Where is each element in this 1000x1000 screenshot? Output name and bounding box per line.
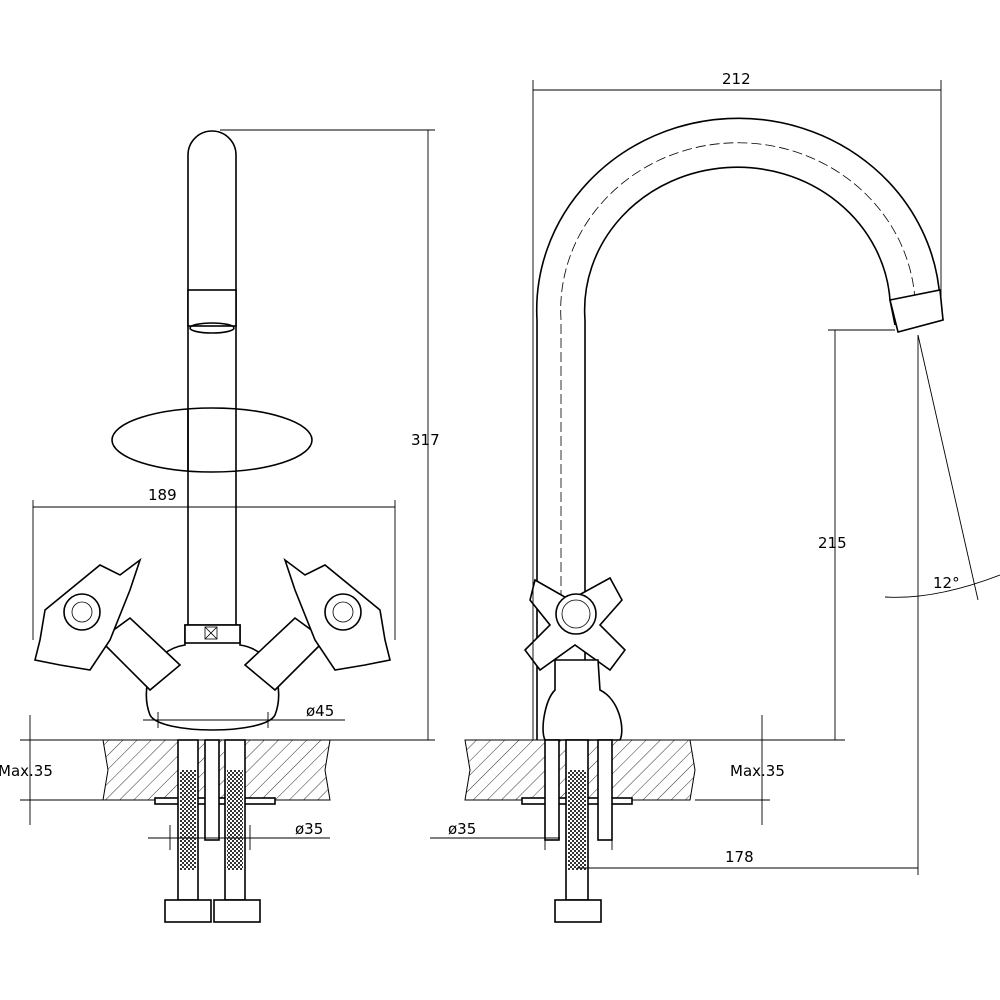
dimension-max35-side: Max.35 — [695, 715, 785, 825]
side-cross-handle[interactable] — [523, 576, 627, 672]
dimension-317: 317 — [220, 129, 440, 741]
dimension-diameter-45: ø45 — [143, 702, 345, 728]
dim-35-front-label: ø35 — [295, 820, 323, 838]
angle-12-label: 12° — [933, 574, 960, 592]
dimension-angle-12: 12° — [884, 334, 1000, 875]
dim-212-label: 212 — [722, 70, 751, 88]
side-view: 212 215 12° Max.35 ø35 178 — [430, 70, 1000, 923]
dim-178-label: 178 — [725, 848, 754, 866]
max35-side-label: Max.35 — [730, 762, 785, 780]
dimension-212: 212 — [532, 70, 942, 740]
spout-tip — [889, 289, 944, 333]
right-cross-handle[interactable] — [243, 557, 391, 692]
dim-45-label: ø45 — [306, 702, 334, 720]
dim-317-label: 317 — [411, 431, 440, 449]
front-view: 317 189 ø45 Max.35 ø35 — [0, 129, 440, 923]
dimension-diameter-35-front: ø35 — [148, 820, 330, 850]
side-body — [542, 659, 623, 741]
max35-front-label: Max.35 — [0, 762, 53, 780]
supply-hoses — [164, 739, 261, 923]
dimension-178: 178 — [577, 848, 918, 869]
dimension-max35-front: Max.35 — [0, 715, 103, 825]
gooseneck-spout — [535, 117, 944, 740]
oval-plate — [111, 407, 313, 473]
left-cross-handle[interactable] — [34, 557, 182, 692]
dimension-215: 215 — [620, 329, 895, 741]
dimension-189: 189 — [32, 486, 396, 640]
dim-189-label: 189 — [148, 486, 177, 504]
spout-ring — [187, 289, 237, 327]
spout-tube — [187, 130, 237, 625]
side-supply-hose — [544, 739, 613, 923]
dim-215-label: 215 — [818, 534, 847, 552]
dimension-diameter-35-side: ø35 — [430, 820, 613, 850]
dim-35-side-label: ø35 — [448, 820, 476, 838]
